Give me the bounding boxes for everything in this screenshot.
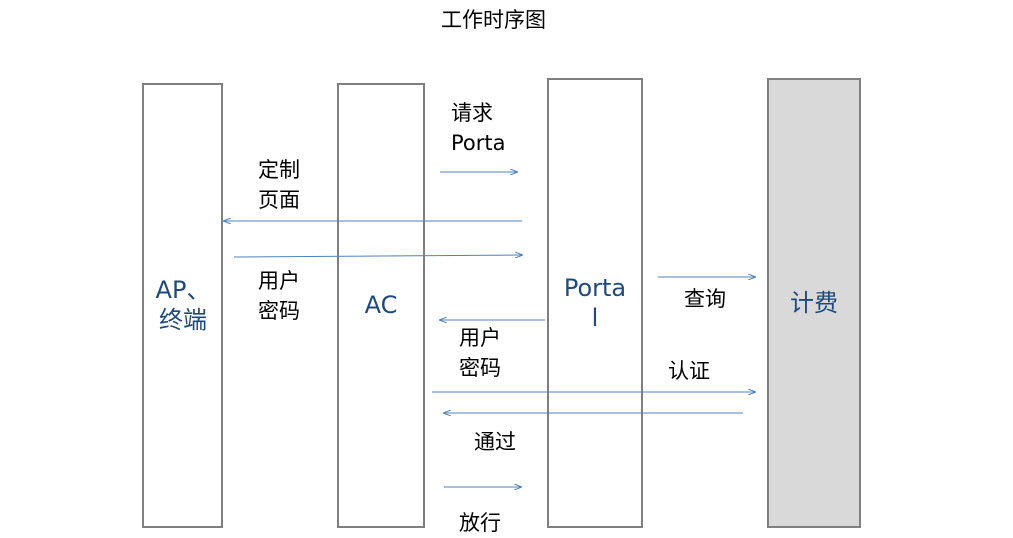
arrow-user-password-1 [233, 255, 522, 257]
ap-terminal-label: AP、 终端 [148, 275, 218, 335]
billing-box [767, 78, 861, 528]
msg-user-password-1: 用户 密码 [258, 269, 300, 323]
msg-user-password-2: 用户 密码 [459, 326, 501, 380]
msg-custom-page: 定制 页面 [258, 158, 300, 212]
msg-request-portal: 请求 Porta [451, 101, 506, 155]
msg-auth: 认证 [668, 359, 710, 383]
diagram-title: 工作时序图 [441, 8, 546, 32]
portal-label-line1: Porta [563, 274, 627, 302]
ap-label-line1: AP、 [155, 276, 211, 304]
portal-label-line2: l [591, 304, 599, 332]
ac-box [337, 83, 425, 528]
ap-label-line2: 终端 [159, 306, 207, 334]
msg-pass: 通过 [474, 430, 516, 454]
ac-label: AC [364, 291, 398, 319]
portal-box [547, 78, 643, 528]
ap-terminal-box [142, 83, 223, 528]
msg-query: 查询 [684, 287, 726, 311]
portal-label: Porta l [551, 273, 639, 333]
billing-label: 计费 [790, 289, 838, 317]
msg-release: 放行 [459, 511, 501, 535]
